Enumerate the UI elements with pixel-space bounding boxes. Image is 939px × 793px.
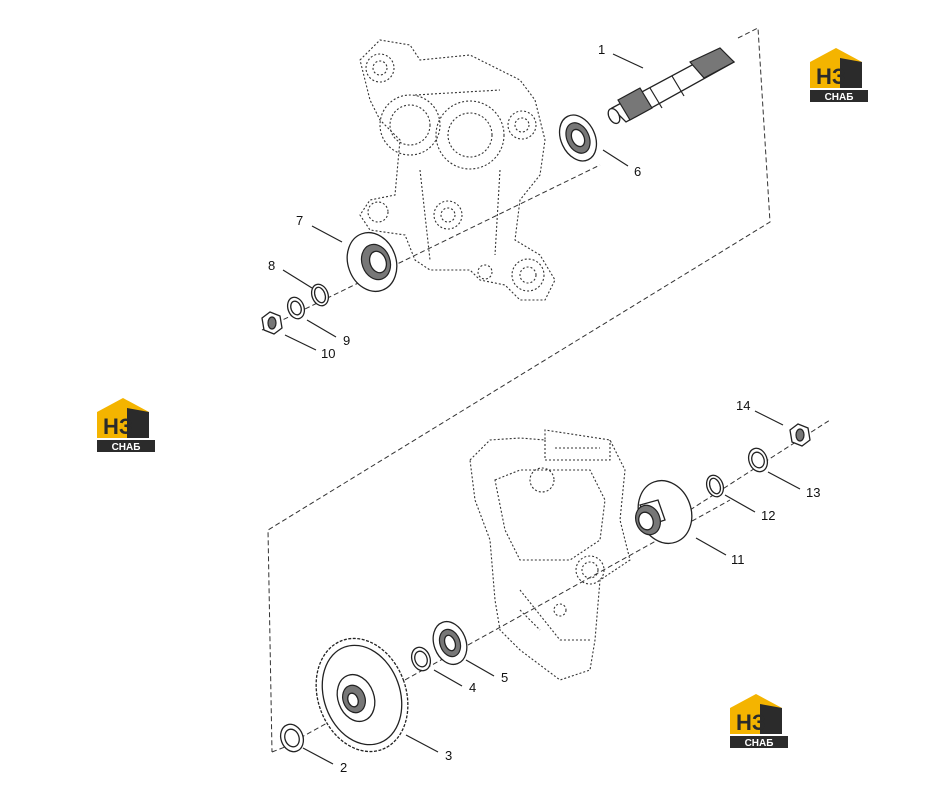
callout-5: 5 (501, 670, 508, 685)
part-1-shaft (607, 47, 736, 125)
logo-letters: HЗ (816, 64, 846, 89)
part-9-washer (286, 296, 306, 320)
part-4-ring (410, 646, 432, 672)
logo-letters: HЗ (103, 414, 133, 439)
callout-8: 8 (268, 258, 275, 273)
logo-caption: СНАБ (825, 92, 854, 103)
part-3-gear (315, 637, 409, 753)
callout-labels: 1 2 3 4 5 6 7 8 9 10 11 12 13 14 (268, 42, 820, 775)
logo-caption: СНАБ (745, 738, 774, 749)
part-13-washer (747, 447, 769, 473)
logo-caption: СНАБ (112, 442, 141, 453)
lower-gear-housing (469, 429, 631, 681)
callout-10: 10 (321, 346, 335, 361)
part-6-bearing (558, 114, 598, 162)
part-8-oring (310, 283, 330, 307)
callout-3: 3 (445, 748, 452, 763)
callout-leaders (282, 53, 801, 765)
callout-12: 12 (761, 508, 775, 523)
part-14-nut (789, 423, 811, 447)
callout-4: 4 (469, 680, 476, 695)
logo-letters: HЗ (736, 710, 766, 735)
logo-bottom-right: HЗ СНАБ (730, 694, 788, 749)
part-10-nut (261, 311, 283, 335)
part-11-flange (635, 479, 693, 545)
callout-6: 6 (634, 164, 641, 179)
callout-1: 1 (598, 42, 605, 57)
part-5-bearing (432, 620, 468, 666)
part-2-bushing (279, 723, 305, 753)
callout-9: 9 (343, 333, 350, 348)
part-7-flange (346, 231, 398, 293)
logo-top-right: HЗ СНАБ (810, 48, 868, 103)
callout-14: 14 (736, 398, 750, 413)
callout-2: 2 (340, 760, 347, 775)
logo-left: HЗ СНАБ (97, 398, 155, 453)
upper-gear-housing (359, 39, 556, 301)
part-12-oring (705, 474, 725, 498)
callout-11: 11 (731, 552, 745, 567)
callout-7: 7 (296, 213, 303, 228)
callout-13: 13 (806, 485, 820, 500)
